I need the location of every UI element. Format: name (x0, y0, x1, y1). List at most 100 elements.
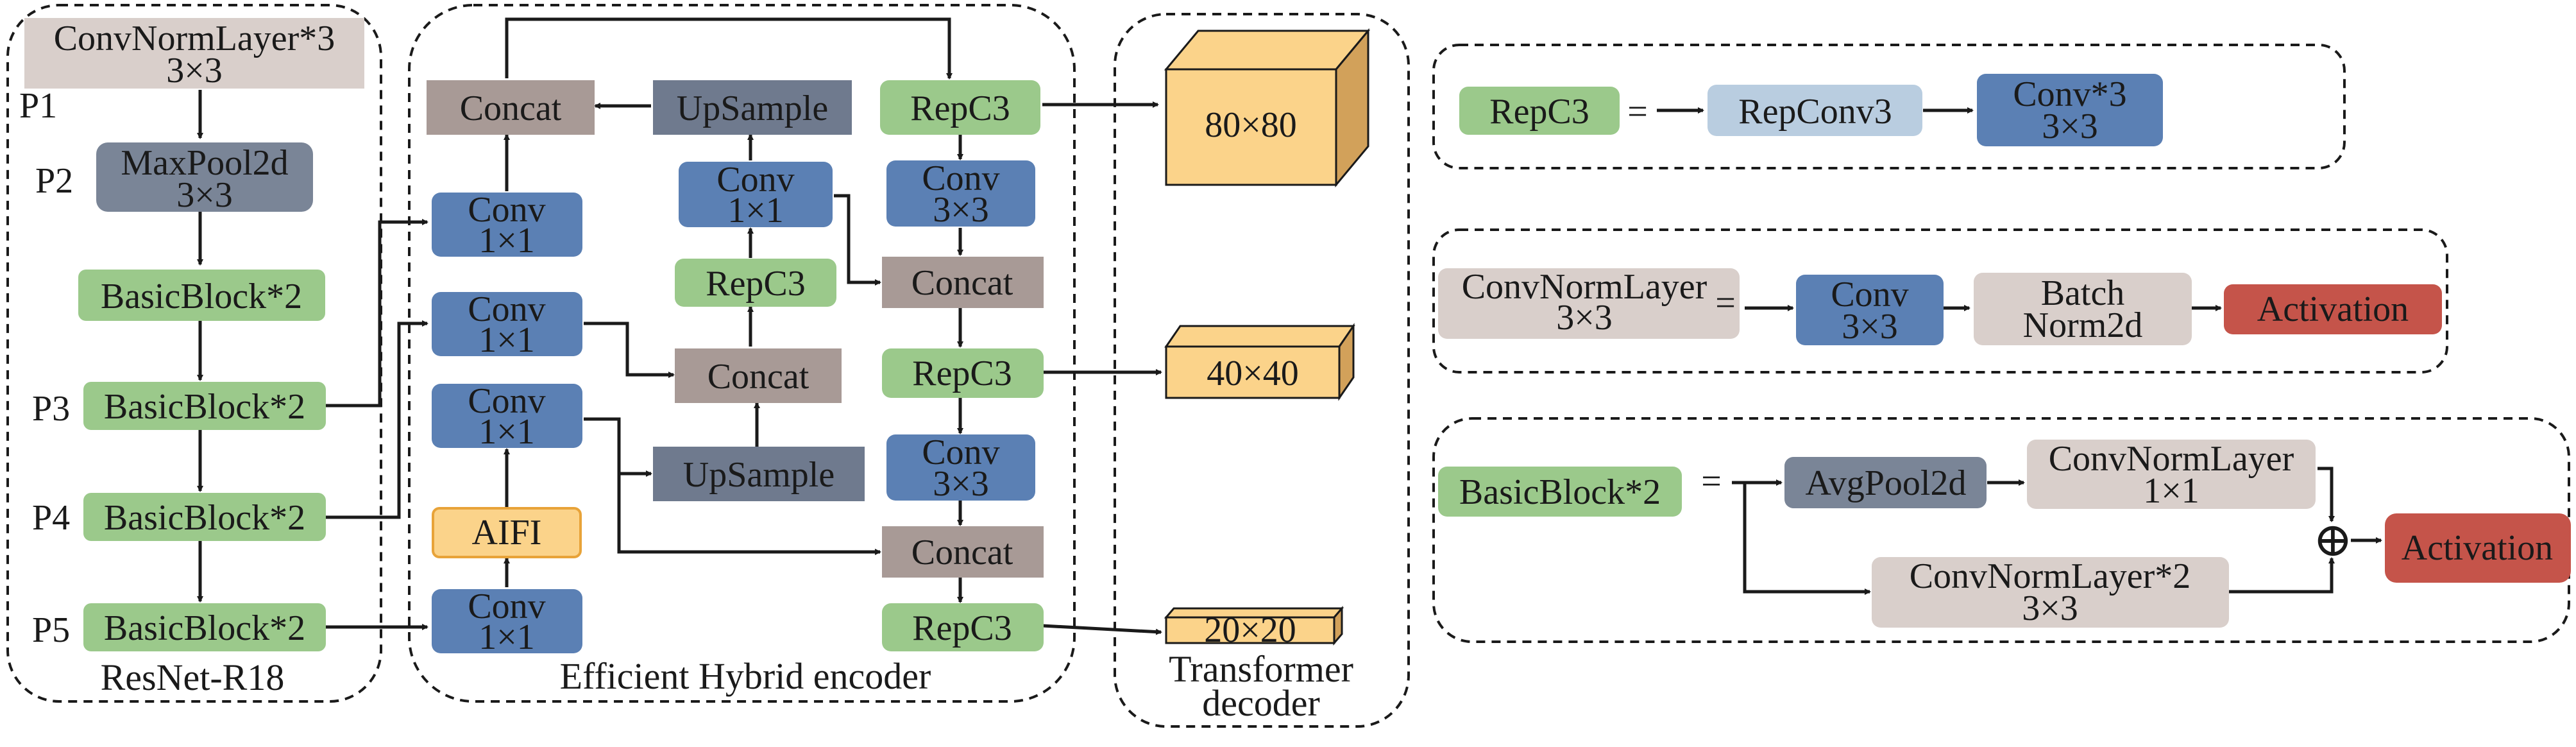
legend-cnl2-box (1872, 557, 2229, 628)
output-40-label: 40×40 (1207, 354, 1299, 393)
repc3-top (880, 80, 1040, 135)
legend-cnl-name-box (1438, 268, 1740, 339)
containers (6, 4, 2570, 728)
basicblock-3 (83, 493, 326, 541)
p3-label: P3 (32, 389, 70, 429)
legend-bb-name-box (1438, 467, 1682, 517)
conv-mid (679, 162, 833, 227)
conv3-b-line1: Conv (922, 433, 999, 472)
output-40-cube (1164, 323, 1355, 401)
legend-conv3-line1: Conv*3 (2013, 74, 2126, 114)
conv3-b-line2: 3×3 (933, 464, 989, 504)
legend-bb-eq: = (1701, 461, 1722, 501)
repc3-r3 (882, 603, 1044, 651)
legend-conv3-box (1977, 74, 2163, 146)
conv-b-line1: Conv (468, 289, 545, 329)
backbone-caption: ResNet-R18 (101, 657, 285, 698)
backbone: ConvNormLayer*3 3×3 P1 MaxPool2d 3×3 P2 … (19, 18, 364, 698)
legend-cnl-bn-line2: Norm2d (2023, 305, 2143, 345)
connectors (197, 17, 2382, 635)
repc3-top-label: RepC3 (910, 89, 1010, 128)
repc3-r3-label: RepC3 (912, 608, 1012, 648)
conv-c (432, 384, 582, 448)
upsample-top-label: UpSample (677, 89, 828, 128)
convnormlayer3-line2: 3×3 (166, 51, 223, 90)
decoder-caption-line2: decoder (1202, 682, 1320, 724)
maxpool-line1: MaxPool2d (121, 143, 288, 183)
legend-cnl2-line1: ConvNormLayer*2 (1910, 556, 2191, 596)
legend-bb-act-label: Activation (2402, 528, 2553, 568)
legend-cnl-bn-line1: Batch (2041, 273, 2125, 313)
repc3-r2 (882, 348, 1044, 398)
p2-label: P2 (35, 161, 73, 201)
output-20-cube (1164, 605, 1344, 646)
conv3-a-line1: Conv (922, 159, 999, 198)
legend-cnl-conv-box (1796, 275, 1944, 345)
legend-cnl-name-line1: ConvNormLayer (1462, 267, 1707, 307)
legend-repc3-name-box (1459, 87, 1620, 135)
output-80-cube (1164, 28, 1371, 188)
conv-c-line1: Conv (468, 381, 545, 421)
basicblock-4-label: BasicBlock*2 (104, 608, 305, 648)
concat-r2-label: Concat (911, 533, 1013, 572)
legend-repc3-name: RepC3 (1489, 92, 1589, 132)
conv-mid-line2: 1×1 (727, 191, 784, 230)
upsample-top (653, 80, 852, 135)
decoder-caption-line1: Transformer (1169, 648, 1353, 690)
basicblock-3-label: BasicBlock*2 (104, 498, 305, 538)
legend-cnl-frame (1432, 228, 2448, 374)
encoder: Concat UpSample RepC3 Conv 1×1 Conv 1×1 … (427, 80, 1044, 697)
legend-repc3-eq: = (1627, 92, 1648, 132)
legend-bb: BasicBlock*2 = AvgPool2d ConvNormLayer 1… (1438, 439, 2571, 628)
basicblock-2 (83, 382, 326, 430)
aifi-label: AIFI (472, 513, 542, 553)
legend-cnl-act-label: Activation (2257, 289, 2409, 329)
basicblock-1 (78, 270, 325, 321)
legend-cnl-name-line2: 3×3 (1556, 298, 1613, 338)
legend-cnl1-box (2027, 440, 2316, 509)
concat-top-label: Concat (460, 89, 562, 128)
legend-cnl-act-box (2224, 284, 2442, 334)
repc3-mid-label: RepC3 (706, 264, 806, 304)
legend-repc3: RepC3 = RepConv3 Conv*3 3×3 (1459, 74, 2163, 146)
concat-mid (675, 348, 842, 403)
encoder-caption: Efficient Hybrid encoder (560, 655, 931, 697)
legend-repconv-label: RepConv3 (1738, 92, 1892, 132)
basicblock-2-label: BasicBlock*2 (104, 387, 305, 427)
legend-cnl1-line1: ConvNormLayer (2049, 439, 2294, 479)
decoder: 80×80 40×40 20×20 Transformer decoder (1164, 28, 1371, 724)
conv-b-line2: 1×1 (479, 320, 535, 360)
p4-label: P4 (32, 498, 70, 538)
upsample-low (653, 447, 865, 501)
legend-cnl-conv-line2: 3×3 (1842, 307, 1898, 347)
concat-r1 (882, 257, 1044, 308)
conv-d (432, 589, 582, 653)
aifi-block (432, 507, 582, 558)
conv-d-line1: Conv (468, 587, 545, 626)
conv-a-line1: Conv (468, 190, 545, 230)
legend-repc3-frame (1432, 44, 2346, 169)
legend-cnl-eq: = (1715, 283, 1736, 323)
legend-cnl: ConvNormLayer 3×3 = Conv 3×3 Batch Norm2… (1438, 267, 2442, 347)
conv-a (432, 193, 582, 257)
concat-top (427, 80, 595, 135)
legend-cnl2-line2: 3×3 (2022, 588, 2078, 628)
legend-bb-name: BasicBlock*2 (1459, 472, 1661, 512)
backbone-frame (6, 4, 382, 703)
conv3-a (886, 160, 1035, 227)
concat-r2 (882, 526, 1044, 578)
conv-c-line2: 1×1 (479, 412, 535, 452)
output-80-label: 80×80 (1205, 105, 1297, 145)
legend-conv3-line2: 3×3 (2042, 107, 2098, 146)
repc3-r2-label: RepC3 (912, 354, 1012, 393)
legend-plus-symbol: ⊕ (2313, 514, 2353, 567)
p5-label: P5 (32, 610, 70, 650)
conv-b (432, 292, 582, 356)
conv3-b (886, 434, 1035, 501)
repc3-mid (675, 259, 836, 307)
concat-mid-label: Concat (708, 357, 809, 397)
p1-label: P1 (19, 86, 57, 126)
basicblock-1-label: BasicBlock*2 (101, 277, 302, 316)
decoder-frame (1114, 13, 1410, 728)
